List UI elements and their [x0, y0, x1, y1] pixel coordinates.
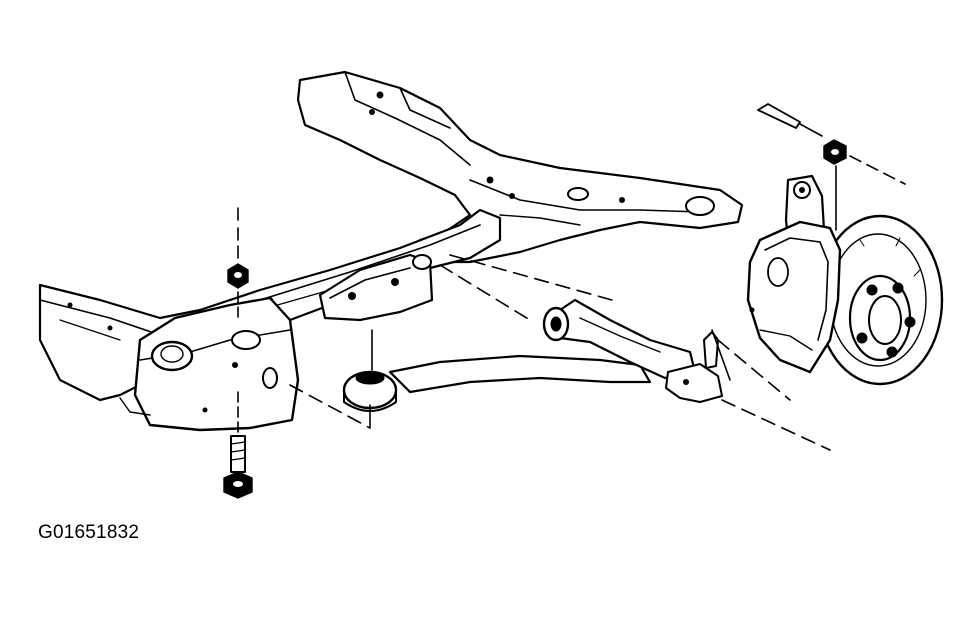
- alignment-lines: [289, 254, 831, 451]
- figure-id-label: G01651832: [38, 522, 140, 543]
- lower-control-arm: [388, 298, 723, 403]
- brake-caliper: [746, 220, 842, 374]
- knuckle-bolt: [757, 103, 906, 231]
- brake-rotor: [816, 214, 944, 386]
- crossmember-frame: [38, 70, 744, 432]
- mounting-nut: [227, 207, 249, 323]
- mounting-bolt: [223, 391, 253, 499]
- bushing: [342, 329, 398, 412]
